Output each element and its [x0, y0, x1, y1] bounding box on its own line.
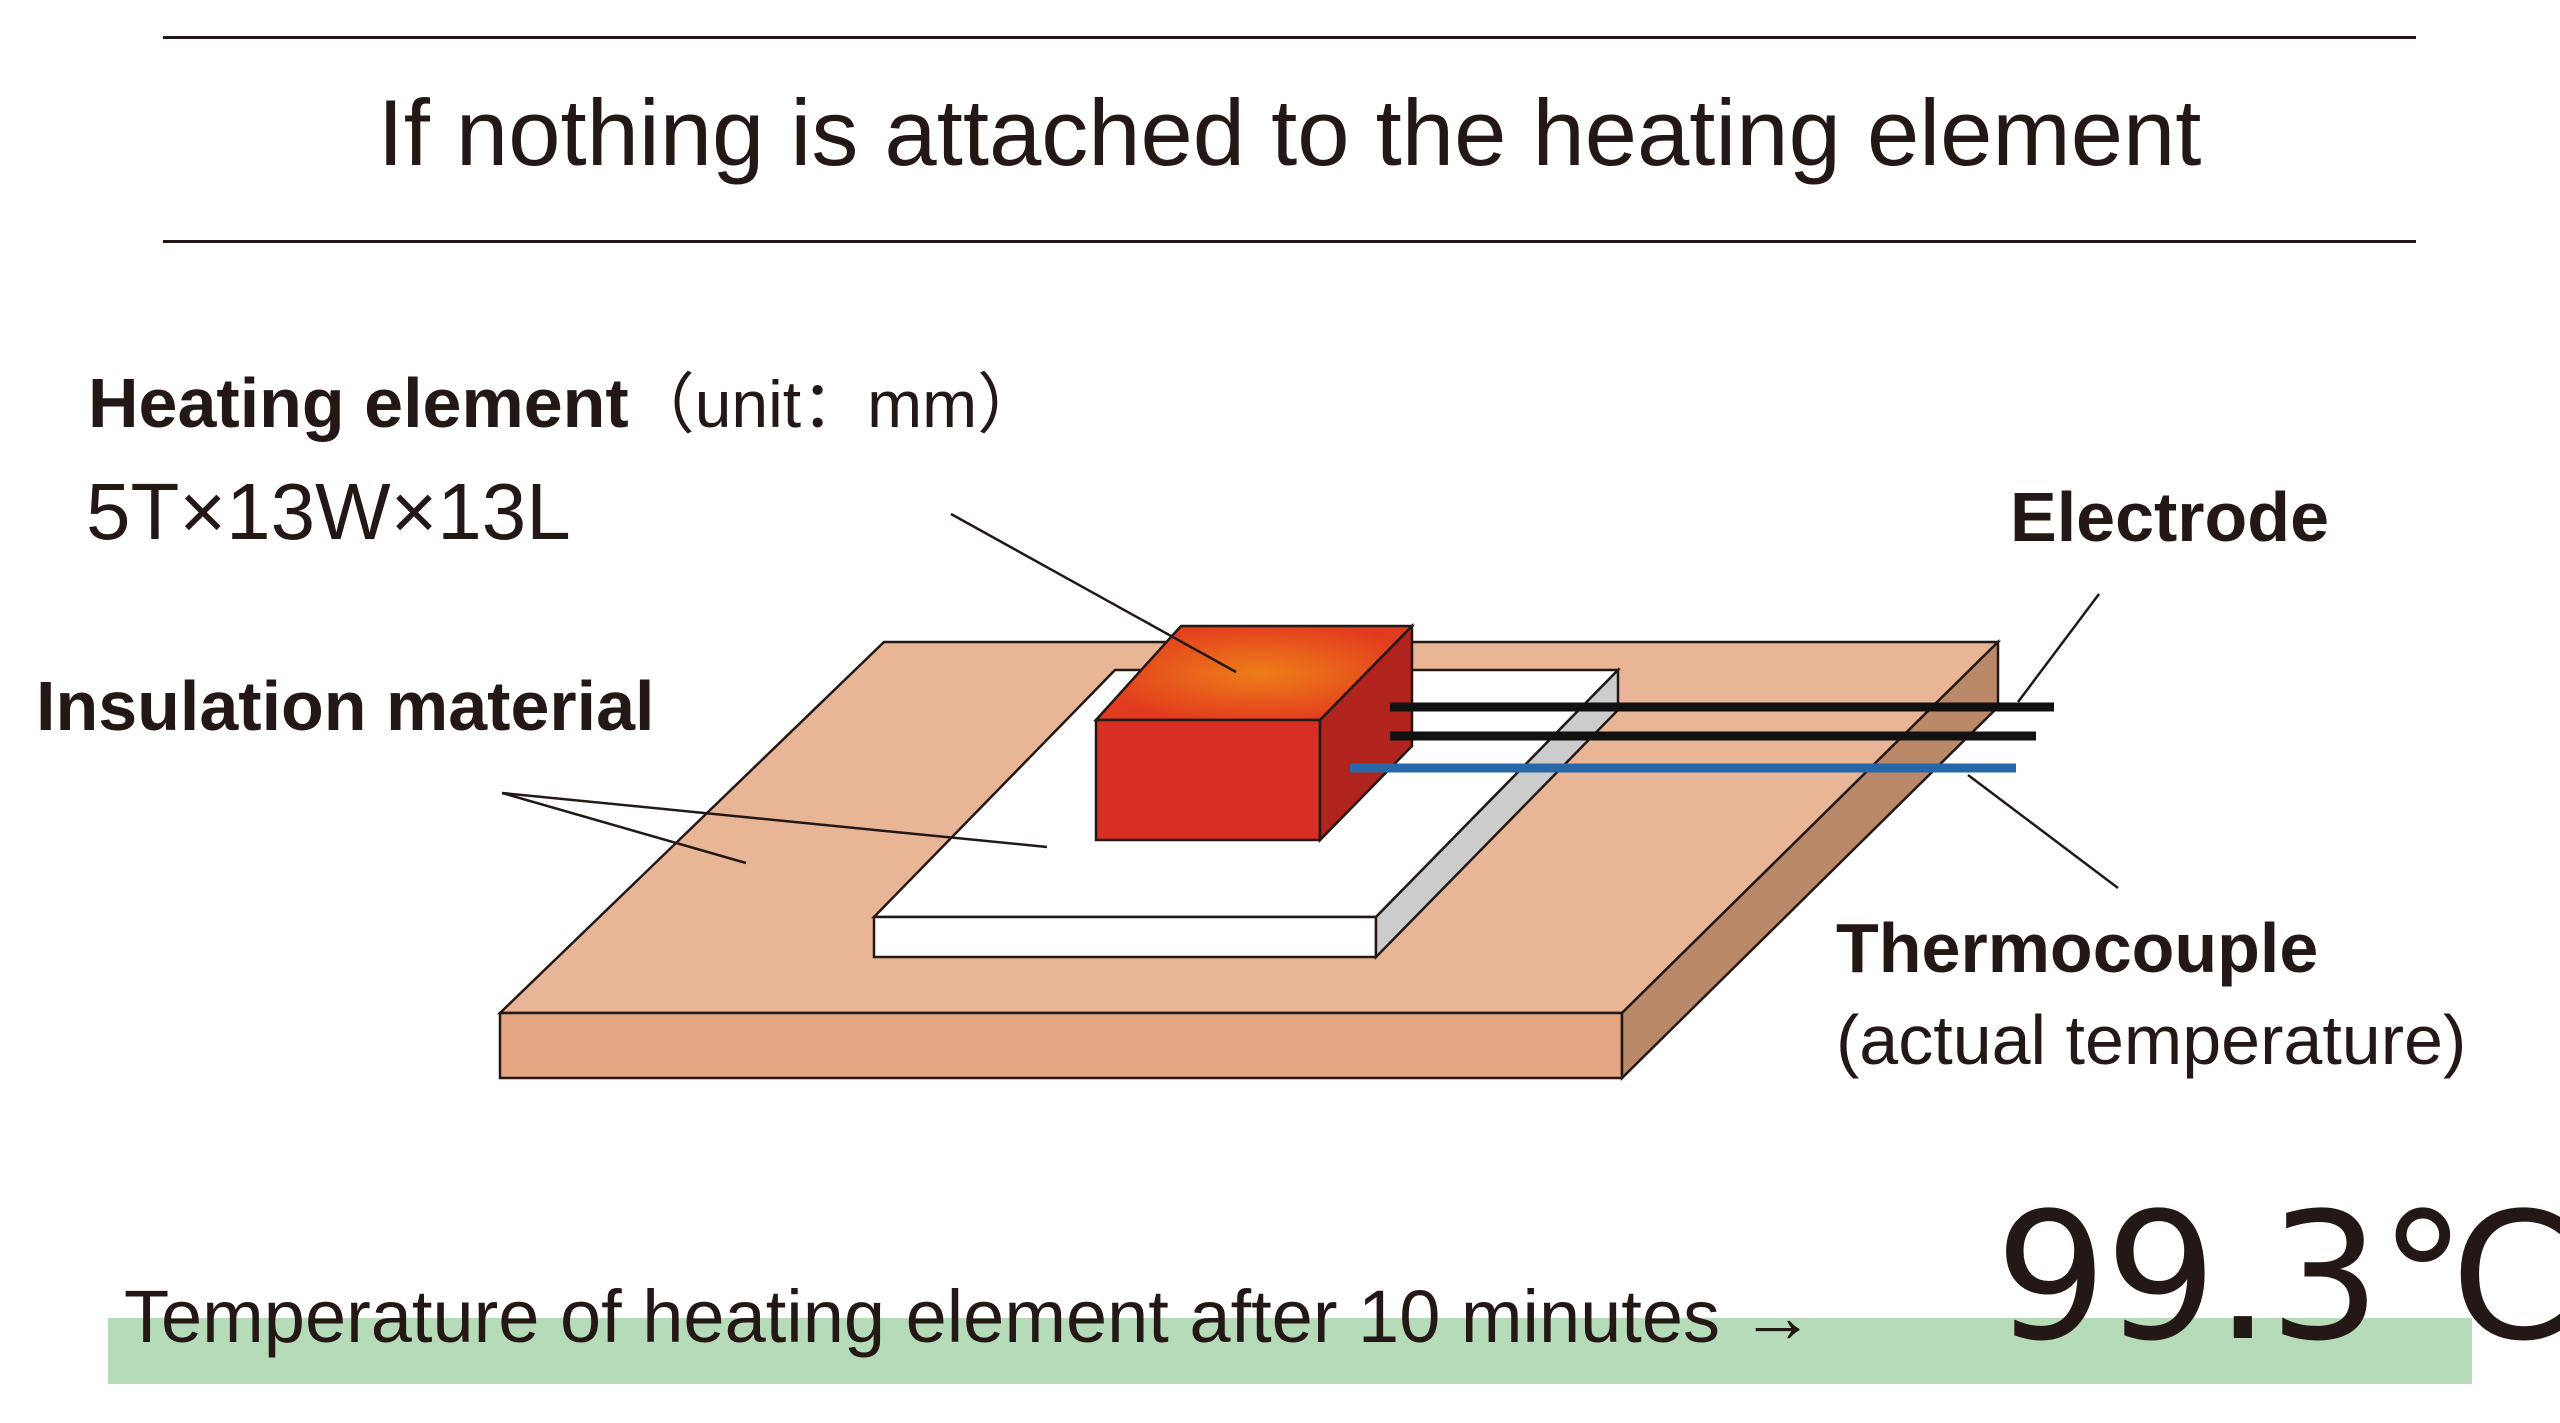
insulation-leader-board [501, 791, 747, 865]
heating-element-front [1094, 718, 1322, 842]
page-title: If nothing is attached to the heating el… [377, 80, 2202, 185]
thermocouple-label: Thermocouple [1836, 909, 2319, 987]
electrode-label: Electrode [2010, 478, 2329, 556]
result-highlight-band [108, 1318, 2472, 1384]
insulation-leader-slab [501, 791, 1048, 849]
thermocouple-note: (actual temperature) [1836, 1001, 2467, 1079]
electrode-leader [2017, 593, 2100, 703]
heating-element-name: Heating element [88, 364, 629, 442]
base-board-front [498, 1011, 1624, 1080]
heating-element-unit: （unit：mm） [628, 367, 1044, 441]
insulation-slab-front [872, 915, 1378, 959]
insulation-material-label: Insulation material [36, 667, 655, 745]
title-rule-bottom [163, 240, 2416, 243]
title-rule-top [163, 36, 2416, 39]
result-description: Temperature of heating element after 10 … [124, 1275, 1815, 1358]
result-temperature-value: 99.3℃ [1995, 1175, 2560, 1380]
heating-element-dimensions: 5T×13W×13L [86, 467, 571, 556]
heating-element-leader [950, 512, 1237, 674]
thermocouple-leader [1967, 774, 2119, 889]
heating-element-side [1318, 622, 1414, 844]
heating-element-label: Heating element（unit：mm） [88, 368, 1043, 438]
